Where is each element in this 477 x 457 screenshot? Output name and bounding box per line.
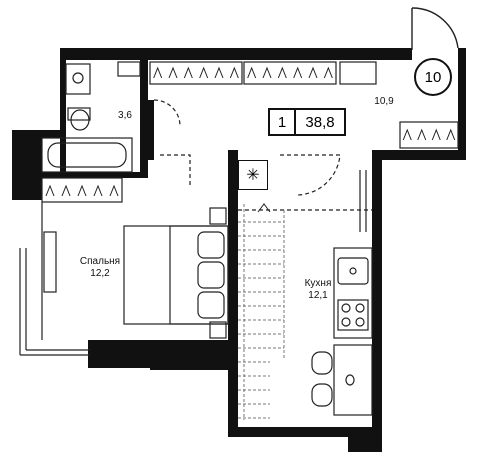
staircase: [238, 203, 285, 420]
hanger-icon: [262, 66, 272, 79]
kitchen-area: 12,1: [308, 290, 328, 301]
hall-area: 10,9: [374, 96, 394, 107]
wall-kitchen-right: [372, 150, 382, 450]
hanger-icon: [323, 66, 333, 79]
burner-3: [341, 317, 351, 327]
pillow-2: [197, 261, 225, 289]
bedroom-wardrobe: [41, 177, 123, 203]
entrance-door: [411, 7, 459, 50]
bathtub: [41, 137, 133, 173]
kitchen-name: Кухня: [304, 278, 332, 289]
apartment-number: 10: [424, 68, 442, 86]
washbasin-drain: [72, 72, 84, 84]
wall-hall-left: [148, 100, 154, 160]
hanger-icon: [277, 66, 287, 79]
double-bed: [123, 225, 229, 325]
bathroom: [41, 61, 181, 173]
nightstand-top: [209, 207, 227, 225]
kitchen-sink: [337, 257, 369, 285]
kitchen: [311, 170, 373, 416]
hanger-icon: [183, 66, 193, 79]
toilet-bowl: [70, 109, 90, 131]
hanger-icon: [308, 66, 318, 79]
nightstand-bottom: [209, 321, 227, 339]
wall-bath-bottom: [18, 172, 148, 178]
wall-bottom-right-block: [348, 430, 382, 452]
hanger-icon: [229, 66, 239, 79]
hanger-icon: [446, 128, 456, 141]
walls: [12, 48, 466, 452]
wall-left-block: [12, 130, 42, 200]
chair-2: [311, 383, 333, 407]
wall-left-bath: [60, 48, 66, 172]
hanger-icon: [77, 184, 87, 197]
apartment-number-badge: 10: [414, 58, 452, 96]
sink-drain: [349, 267, 357, 275]
burner-2: [355, 303, 365, 313]
pillow-3: [197, 291, 225, 319]
cooktop: [337, 299, 369, 331]
bath-door-swing: [153, 99, 181, 127]
washbasin: [65, 63, 91, 95]
hanger-icon: [153, 66, 163, 79]
dining-table: [333, 344, 373, 416]
hanger-icon: [61, 184, 71, 197]
hanger-icon: [199, 66, 209, 79]
wardrobe-1: [149, 61, 243, 85]
wall-top: [60, 48, 412, 60]
bathroom-area: 3,6: [118, 110, 132, 121]
wall-bottom-ledge: [150, 360, 238, 370]
hanger-icon: [109, 184, 119, 197]
rooms-count: 1: [277, 113, 287, 131]
burner-4: [355, 317, 365, 327]
ac-unit-symbol: ✳: [246, 167, 260, 184]
bedroom-area: 12,2: [90, 268, 110, 279]
bed-blanket: [169, 225, 229, 325]
total-area: 38,8: [305, 113, 335, 131]
wardrobe-2: [243, 61, 337, 85]
wall-bottom: [228, 427, 382, 437]
wall-left-top: [34, 130, 66, 138]
wall-divider: [228, 150, 238, 350]
chair-1: [311, 351, 333, 375]
hanger-icon: [93, 184, 103, 197]
burner-1: [341, 303, 351, 313]
wall-hall-bottom: [372, 150, 466, 160]
table-decor: [345, 374, 355, 386]
toilet-tank: [67, 107, 91, 121]
hall-doors: [160, 154, 372, 211]
hanger-icon: [402, 128, 412, 141]
hanger-icon: [247, 66, 257, 79]
hall-wardrobe: [149, 61, 459, 149]
ac-unit-icon: ✳: [238, 160, 268, 190]
hanger-icon: [45, 184, 55, 197]
radiator: [43, 231, 57, 293]
wall-bath-right: [140, 60, 148, 172]
total-area-badge: 38,8: [294, 108, 346, 136]
stair-arrow-icon: [257, 203, 271, 213]
pillow-1: [197, 231, 225, 259]
hanger-icon: [168, 66, 178, 79]
kitchen-door-swing: [280, 154, 341, 196]
bedroom: [19, 177, 229, 356]
bedroom-name: Спальня: [79, 256, 121, 267]
bathtub-inner: [47, 142, 127, 168]
hall-cabinet: [339, 61, 377, 85]
hanger-icon: [431, 128, 441, 141]
rooms-count-badge: 1: [268, 108, 296, 136]
hangers: [45, 66, 456, 197]
wall-stairs-left: [228, 340, 238, 437]
wardrobe-3: [399, 121, 459, 149]
wall-right-upper: [458, 48, 466, 158]
bath-shelf: [117, 61, 141, 77]
hanger-icon: [214, 66, 224, 79]
hanger-icon: [293, 66, 303, 79]
bedroom-door-swing: [160, 154, 191, 185]
hanger-icon: [417, 128, 427, 141]
kitchen-counter: [333, 247, 373, 339]
